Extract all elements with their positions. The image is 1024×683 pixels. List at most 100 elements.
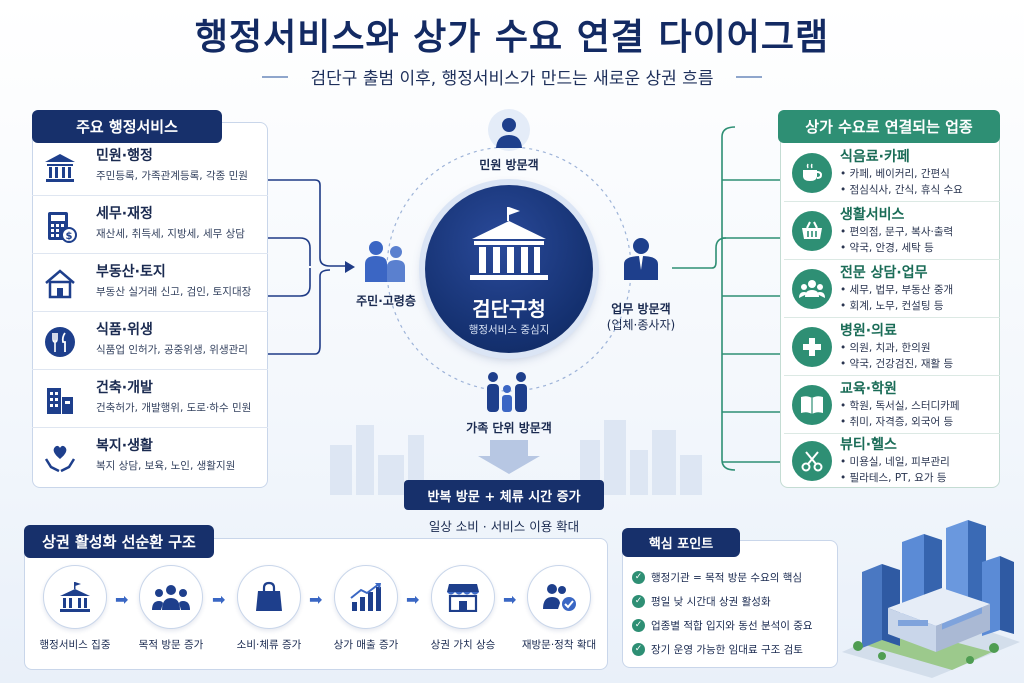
family-icon	[487, 372, 527, 412]
cycle-arrow-icon: ➡	[212, 590, 226, 609]
visitor-top-label: 민원 방문객	[479, 158, 539, 172]
business-line: • 의원, 치과, 한의원	[840, 342, 931, 354]
visitor-right-label: 업무 방문객	[611, 302, 671, 316]
cycle-panel	[24, 538, 608, 670]
skyline-background	[330, 420, 702, 495]
service-desc: 식품업 인허가, 공중위생, 위생관리	[96, 344, 248, 356]
cycle-panel-title: 상권 활성화 선순환 구조	[24, 525, 214, 558]
business-title: 교육·학원	[840, 381, 897, 397]
key-point: ✓행정기관 = 목적 방문 수요의 핵심	[632, 570, 802, 585]
business-line: • 취미, 자격증, 외국어 등	[840, 416, 954, 428]
result-subtitle: 일상 소비 · 서비스 이용 확대	[428, 519, 580, 534]
calculator-icon: $	[42, 208, 78, 244]
cycle-step-label: 상가 매출 증가	[333, 639, 399, 651]
business-item: 교육·학원 • 학원, 독서실, 스터디카페 • 취미, 자격증, 외국어 등	[784, 376, 1000, 434]
business-line: • 학원, 독서실, 스터디카페	[840, 400, 960, 412]
service-item: 복지·생활 복지 상담, 보육, 노인, 생활지원	[32, 428, 268, 486]
residents-icon	[365, 241, 405, 282]
city-hall-icon	[60, 582, 90, 612]
coffee-cup-icon	[792, 153, 832, 193]
subtitle-rule-right	[736, 76, 762, 78]
service-item: 부동산·토지 부동산 실거래 신고, 검인, 토지대장	[32, 254, 268, 312]
center-name: 검단구청	[472, 297, 546, 321]
cycle-step-label: 상권 가치 상승	[430, 639, 496, 651]
check-icon: ✓	[632, 595, 645, 608]
cycle-arrow-icon: ➡	[503, 590, 517, 609]
business-item: 생활서비스 • 편의점, 문구, 복사·출력 • 약국, 안경, 세탁 등	[784, 202, 1000, 260]
check-icon: ✓	[632, 619, 645, 632]
service-item: $ 세무·재정 재산세, 취득세, 지방세, 세무 상담	[32, 196, 268, 254]
key-point: ✓장기 운영 가능한 임대료 구조 검토	[632, 642, 803, 657]
shopping-bag-icon	[256, 581, 282, 611]
service-desc: 재산세, 취득세, 지방세, 세무 상담	[96, 228, 245, 240]
business-title: 병원·의료	[840, 323, 897, 339]
key-points-panel	[622, 540, 838, 668]
city-buildings-illustration	[842, 520, 1020, 678]
business-title: 전문 상담·업무	[840, 265, 928, 281]
cycle-step-icon	[334, 565, 398, 629]
cycle-step-label: 재방문·정착 확대	[521, 639, 597, 651]
service-title: 민원·행정	[96, 148, 153, 164]
key-point: ✓평일 낮 시간대 상권 활성화	[632, 594, 771, 609]
heart-hands-icon	[42, 440, 78, 476]
business-item: 전문 상담·업무 • 세무, 법무, 부동산 중개 • 회계, 노무, 컨설팅 …	[784, 260, 1000, 318]
key-point: ✓업종별 적합 입지와 동선 분석이 중요	[632, 618, 813, 633]
visitor-bottom-label: 가족 단위 방문객	[466, 421, 552, 435]
service-item: 민원·행정 주민등록, 가족관계등록, 각종 민원	[32, 138, 268, 196]
check-icon: ✓	[632, 643, 645, 656]
business-panel-title: 상가 수요로 연결되는 업종	[778, 110, 1000, 143]
services-panel-title: 주요 행정서비스	[32, 110, 222, 143]
business-line: • 회계, 노무, 컨설팅 등	[840, 300, 944, 312]
cycle-step-label: 소비·체류 증가	[236, 639, 302, 651]
cycle-step-icon	[527, 565, 591, 629]
page-title: 행정서비스와 상가 수요 연결 다이어그램	[194, 17, 830, 58]
service-item: 식품·위생 식품업 인허가, 공중위생, 위생관리	[32, 312, 268, 370]
buildings-icon	[42, 382, 78, 418]
scissors-icon	[792, 441, 832, 481]
business-item: 병원·의료 • 의원, 치과, 한의원 • 약국, 건강검진, 재활 등	[784, 318, 1000, 376]
business-line: • 카페, 베이커리, 간편식	[840, 168, 950, 180]
visitor-left-label: 주민·고령층	[356, 294, 416, 308]
business-line: • 편의점, 문구, 복사·출력	[840, 226, 954, 238]
bar-growth-icon	[350, 583, 381, 611]
cycle-step-icon	[237, 565, 301, 629]
check-icon: ✓	[632, 571, 645, 584]
cycle-step-label: 목적 방문 증가	[138, 639, 204, 651]
service-desc: 복지 상담, 보육, 노인, 생활지원	[96, 460, 236, 472]
cycle-arrow-icon: ➡	[115, 590, 129, 609]
person-icon	[488, 109, 530, 151]
svg-text:$: $	[66, 231, 73, 242]
people-group-icon	[792, 269, 832, 309]
basket-icon	[792, 211, 832, 251]
business-line: • 필라테스, PT, 요가 등	[840, 472, 947, 484]
service-title: 부동산·토지	[96, 264, 166, 280]
city-hall-icon	[470, 207, 548, 280]
visitor-right-sublabel: (업체·종사자)	[606, 318, 676, 332]
people-check-icon	[543, 584, 576, 611]
business-title: 생활서비스	[840, 207, 905, 223]
business-line: • 약국, 건강검진, 재활 등	[840, 358, 954, 370]
business-title: 식음료·카페	[840, 149, 910, 165]
page-subtitle: 검단구 출범 이후, 행정서비스가 만드는 새로운 상권 흐름	[310, 69, 714, 89]
service-desc: 건축허가, 개발행위, 도로·하수 민원	[96, 402, 252, 414]
service-title: 건축·개발	[96, 380, 153, 396]
service-title: 식품·위생	[96, 322, 153, 338]
cycle-arrow-icon: ➡	[309, 590, 323, 609]
fork-knife-icon	[42, 324, 78, 360]
people-group-icon	[152, 585, 190, 610]
business-title: 뷰티·헬스	[840, 437, 897, 453]
service-title: 세무·재정	[96, 206, 153, 222]
business-line: • 약국, 안경, 세탁 등	[840, 242, 934, 254]
medical-cross-icon	[792, 327, 832, 367]
cycle-step-icon	[431, 565, 495, 629]
business-line: • 점심식사, 간식, 휴식 수요	[840, 184, 963, 196]
business-line: • 미용실, 네일, 피부관리	[840, 456, 950, 468]
service-item: 건축·개발 건축허가, 개발행위, 도로·하수 민원	[32, 370, 268, 428]
cycle-arrow-icon: ➡	[406, 590, 420, 609]
subtitle-rule-left	[262, 76, 288, 78]
cycle-step-label: 행정서비스 집중	[39, 639, 111, 651]
service-title: 복지·생활	[96, 438, 153, 454]
result-box: 반복 방문 + 체류 시간 증가	[404, 480, 604, 510]
center-subtitle: 행정서비스 중심지	[468, 324, 550, 336]
key-points-title: 핵심 포인트	[622, 528, 740, 557]
